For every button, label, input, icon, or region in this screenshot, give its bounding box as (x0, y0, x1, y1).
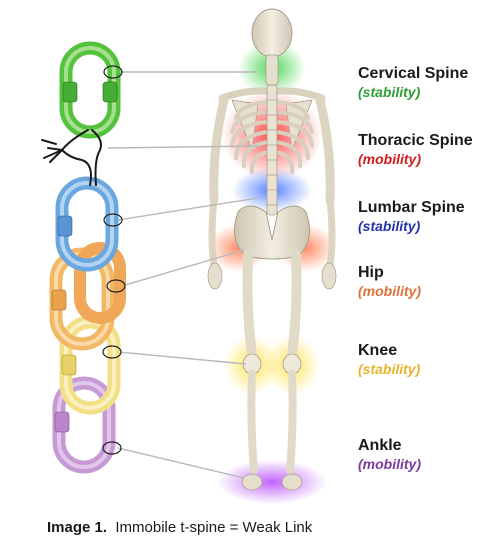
spine (266, 84, 278, 216)
femur-right (287, 250, 302, 360)
caption-prefix: Image 1. (47, 519, 108, 536)
weak-link-wire (41, 129, 102, 186)
label-role: (stability) (358, 361, 421, 377)
skull (251, 8, 293, 58)
label-role: (mobility) (358, 151, 421, 167)
figure-caption: Image 1. Immobile t-spine = Weak Link (47, 519, 312, 536)
label-name: Hip (358, 264, 384, 281)
foot-left (241, 473, 263, 491)
label-role: (mobility) (358, 456, 421, 472)
kinetic-chain-diagram (41, 8, 337, 504)
label-knee: Knee (stability) (358, 341, 498, 378)
tibia-left (247, 370, 258, 474)
foot-right (281, 473, 303, 491)
label-name: Cervical Spine (358, 65, 469, 82)
ankle-glow (217, 460, 327, 504)
label-hip: Hip (mobility) (358, 263, 498, 300)
label-lumbar-spine: Lumbar Spine (stability) (358, 198, 498, 235)
connector-lines (107, 71, 263, 479)
label-role: (stability) (358, 84, 421, 100)
label-thoracic-spine: Thoracic Spine (mobility) (358, 131, 498, 168)
label-name: Ankle (358, 437, 402, 454)
femur-left (242, 250, 257, 360)
label-name: Thoracic Spine (358, 132, 473, 149)
label-role: (stability) (358, 218, 421, 234)
caption-text: Immobile t-spine = Weak Link (115, 519, 313, 536)
skeleton-figure (207, 8, 337, 504)
label-role: (mobility) (358, 283, 421, 299)
label-cervical-spine: Cervical Spine (stability) (358, 64, 498, 101)
label-name: Lumbar Spine (358, 199, 465, 216)
label-ankle: Ankle (mobility) (358, 436, 498, 473)
label-name: Knee (358, 342, 398, 359)
connector-markers (102, 65, 126, 455)
tibia-right (286, 370, 297, 474)
kinetic-chain (41, 41, 263, 479)
